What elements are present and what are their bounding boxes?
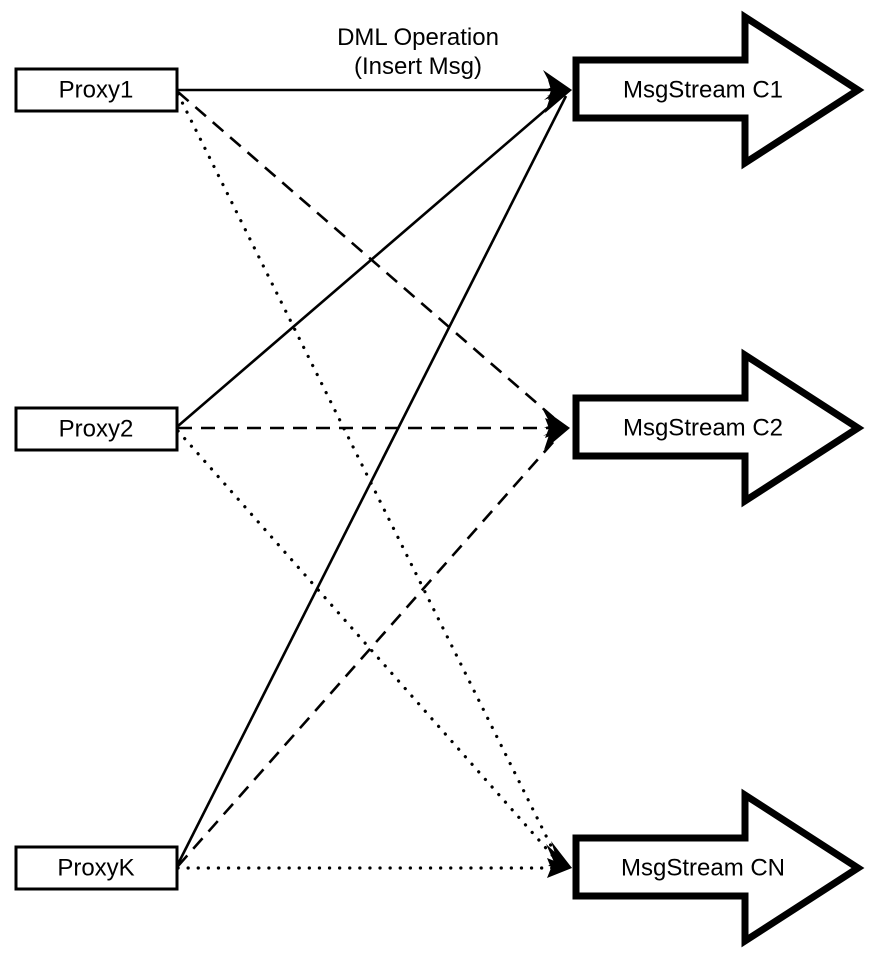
edge-proxy2-to-msgstream-c1 [177,93,565,427]
proxyk-label: ProxyK [57,854,134,881]
proxyk-box[interactable] [14,845,179,891]
dml-operation-line1: DML Operation [337,24,499,51]
arrowhead-into-c1-from-proxy2 [543,70,572,90]
edge-proxy1-to-msgstream-c2 [177,91,563,426]
edge-group-proxy2 [176,93,565,866]
arrowhead-cluster-msgstream-cn [546,841,572,878]
annotation-dml-operation: DML Operation (Insert Msg) [337,24,499,80]
node-proxy2[interactable]: Proxy2 [14,406,179,452]
proxy1-label: Proxy1 [59,76,134,103]
arrowhead-into-c1-extra [547,90,572,106]
edge-group-proxyk [176,95,568,870]
msgstream-cn-arrow-shape[interactable] [572,788,865,948]
node-proxyk[interactable]: ProxyK [14,845,179,891]
arrowhead-into-cn-from-proxy2 [550,841,572,868]
arrowhead-cluster-msgstream-c1 [543,70,572,113]
proxy2-label: Proxy2 [59,415,134,442]
node-msgstream-cn[interactable]: MsgStream CN [572,788,865,948]
node-proxy1[interactable]: Proxy1 [14,67,179,113]
edge-group-proxy1 [176,88,566,866]
edge-proxy1-to-msgstream-cn [176,92,562,866]
arrowhead-into-c2-from-proxy1 [542,408,570,428]
msgstream-c2-label: MsgStream C2 [623,414,783,441]
msgstream-c1-arrow-shape[interactable] [572,10,865,170]
msgstream-c2-arrow-shape[interactable] [572,348,865,508]
proxy1-box[interactable] [14,67,179,113]
node-msgstream-c2[interactable]: MsgStream C2 [572,348,865,508]
edge-proxyk-to-msgstream-c1 [176,95,568,865]
dml-operation-line2: (Insert Msg) [354,53,482,80]
proxy2-box[interactable] [14,406,179,452]
node-msgstream-c1[interactable]: MsgStream C1 [572,10,865,170]
edge-proxyk-to-msgstream-c2 [177,431,563,867]
edge-proxy2-to-msgstream-cn [176,429,562,866]
arrowhead-cluster-msgstream-c2 [542,408,570,450]
arrowhead-into-c2-from-proxyk [543,428,570,450]
arrowhead-into-c1-from-proxyk [544,90,572,113]
msgstream-c1-label: MsgStream C1 [623,76,783,103]
msgstream-cn-label: MsgStream CN [621,854,785,881]
